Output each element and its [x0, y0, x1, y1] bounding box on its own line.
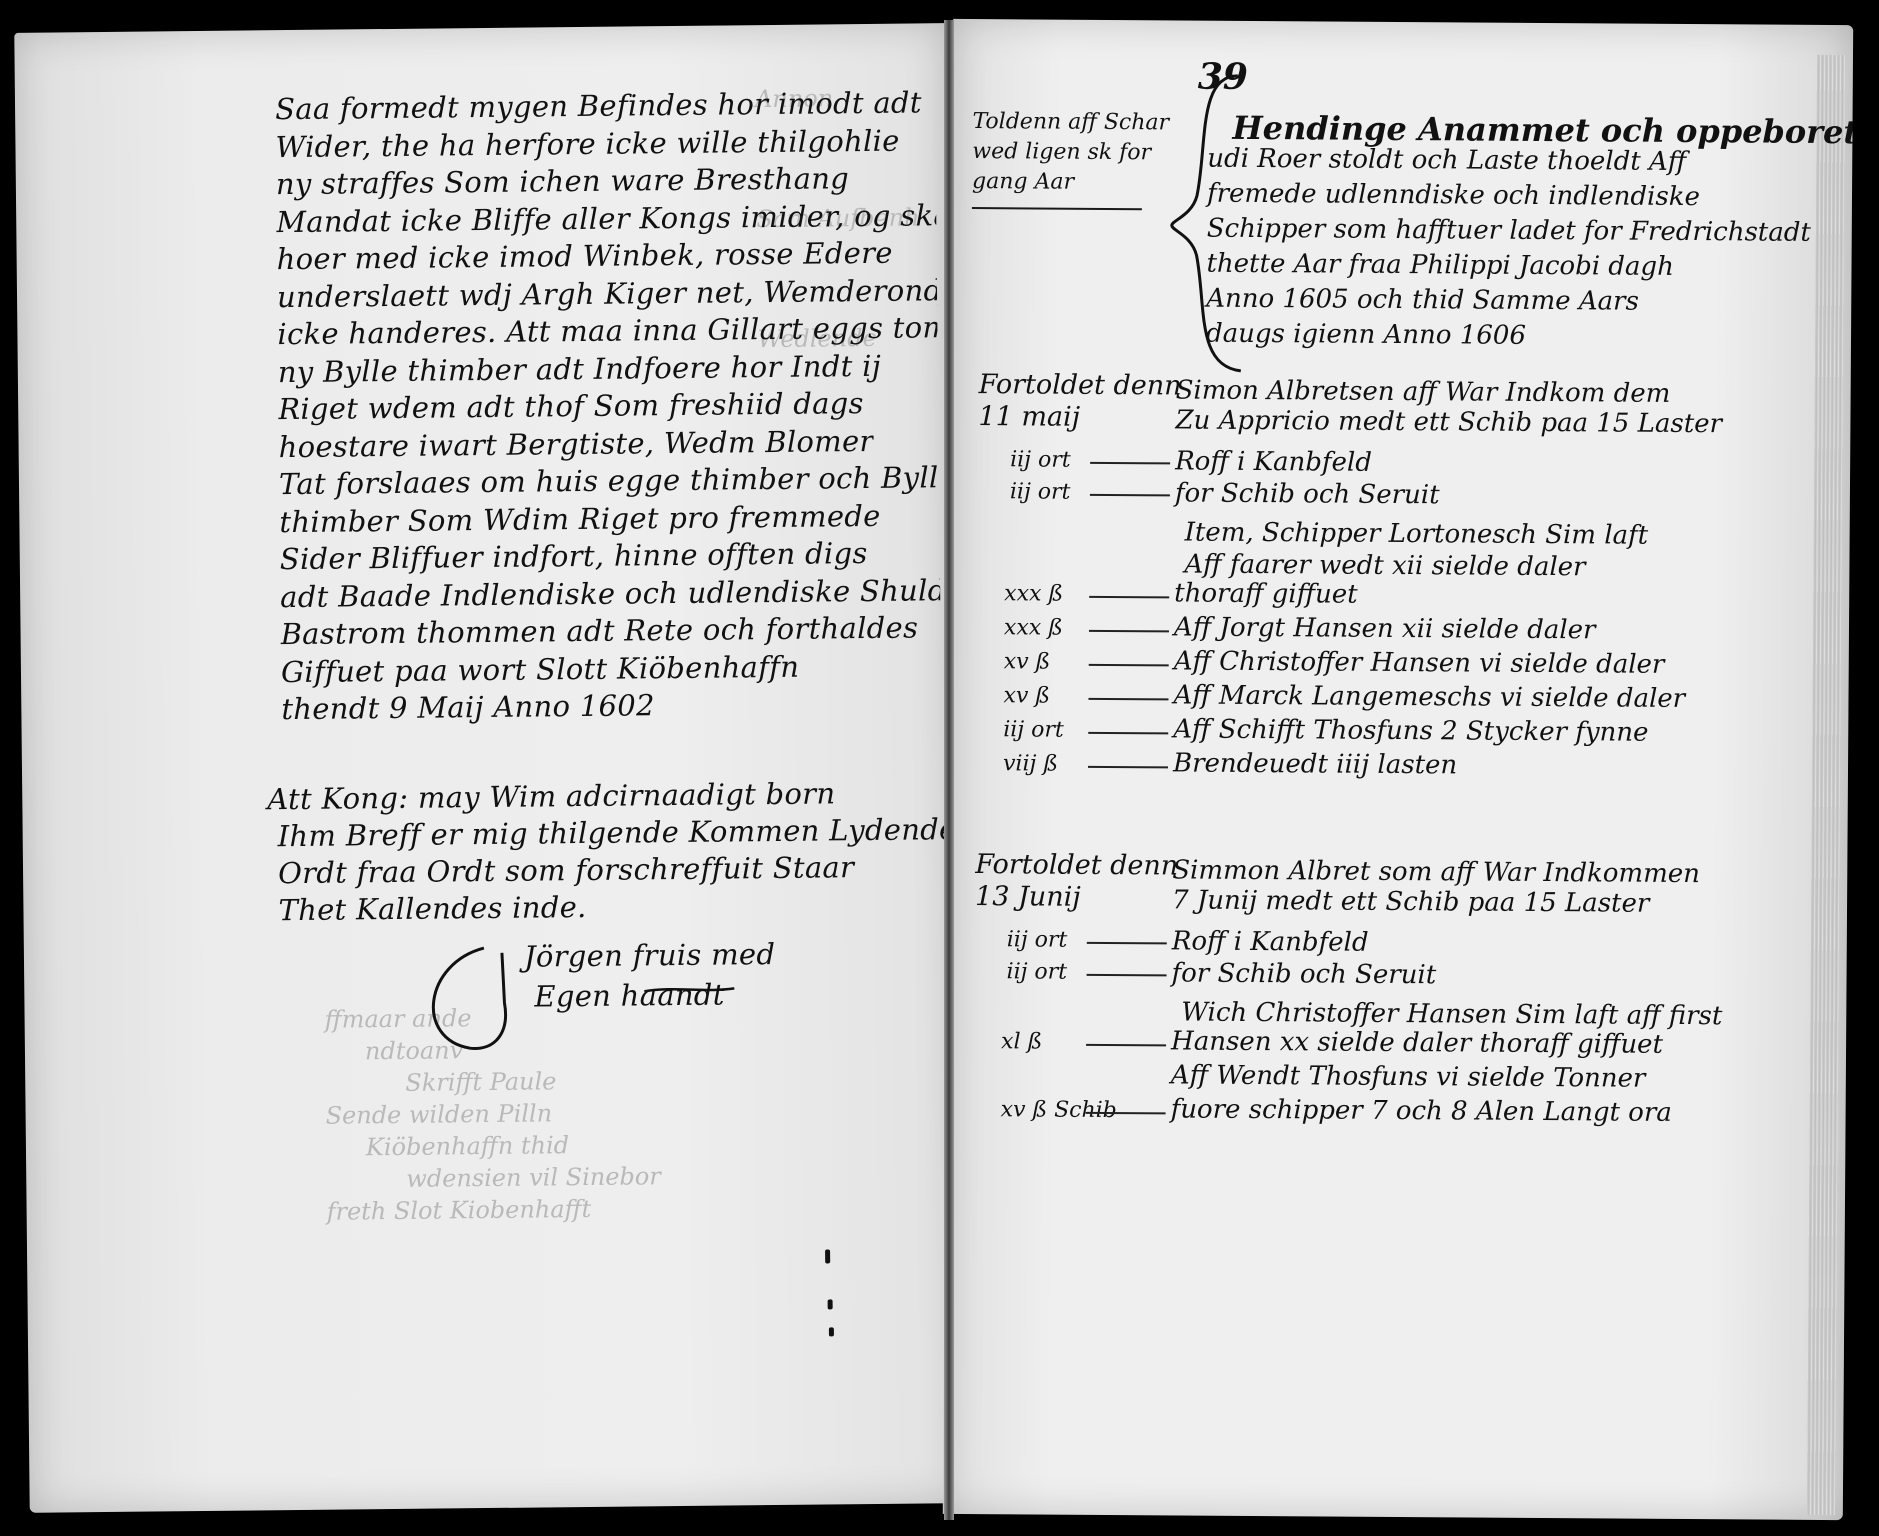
- heading-line: daugs igienn Anno 1606: [1205, 318, 1527, 351]
- item-text: Aff Schifft Thosfuns 2 Stycker fynne: [1173, 714, 1649, 748]
- margin-note: Toldenn aff Schar wed ligen sk for gang Aa…: [953, 19, 1853, 195]
- item-amount: xv ß: [1003, 649, 1051, 675]
- attestation-line: Ordt fraa Ordt som forschreffuit Staar: [277, 850, 855, 891]
- letter-line: Saa formedt mygen Befindes hor imodt adt: [274, 85, 922, 127]
- item-text: Brendeuedt iiij lasten: [1172, 748, 1458, 781]
- item-text: fuore schipper 7 och 8 Alen Langt ora: [1170, 1094, 1672, 1128]
- item-amount: viij ß: [1002, 751, 1059, 777]
- heading-line: Schipper som hafftuer ladet for Fredrich…: [1206, 213, 1811, 248]
- letter-body: Saa formedt mygen Befindes hor imodt adt…: [14, 23, 944, 726]
- letter-line: Wider, the ha herfore icke wille thilgoh…: [275, 123, 900, 164]
- entry-date-line: 11 maij: [978, 401, 1081, 433]
- leader-line: [1086, 941, 1167, 945]
- item-text: Aff Jorgt Hansen xii sielde daler: [1173, 612, 1596, 646]
- heading-line: udi Roer stoldt och Laste thoeldt Aff: [1207, 143, 1687, 177]
- item-amount: xv ß Schib: [1000, 1097, 1117, 1124]
- item-amount: iij ort: [1010, 447, 1071, 473]
- attestation-line: Att Kong: may Wim adcirnaadigt born: [267, 776, 836, 817]
- ink-mark: [828, 1327, 834, 1337]
- item-text: Aff Wendt Thosfuns vi sielde Tonner: [1170, 1060, 1646, 1094]
- book-gutter: [944, 20, 954, 1520]
- attestation-line: Ihm Breff er mig thilgende Kommen Lydend…: [277, 812, 957, 854]
- bleed-through-line: freth Slot Kiobenhafft: [326, 1194, 592, 1226]
- item-text: Roff i Kanbfeld: [1171, 926, 1369, 958]
- item-text: Aff Christoffer Hansen vi sielde daler: [1173, 646, 1665, 680]
- margin-note-line: gang Aar: [972, 169, 1075, 195]
- attestation-line: Thet Kallendes inde.: [278, 889, 587, 928]
- ink-mark: [827, 1299, 833, 1310]
- item-amount: iij ort: [1006, 959, 1068, 985]
- letter-line: underslaett wdj Argh Kiger net, Wemderon…: [276, 272, 938, 314]
- ink-mark: [825, 1249, 831, 1264]
- letter-line: Tat forslaaes om huis egge thimber och B…: [278, 460, 940, 502]
- item-amount: xxx ß: [1003, 615, 1063, 641]
- letter-line: ny Bylle thimber adt Indfoere hor Indt i…: [277, 348, 882, 389]
- heading-line: Anno 1605 och thid Samme Aars: [1206, 283, 1639, 317]
- sub-header-line: Item, Schipper Lortonesch Sim laft: [1184, 517, 1649, 551]
- leader-line: [1088, 731, 1169, 735]
- skipper-line: Simmon Albret som aff War Indkommen: [1172, 855, 1701, 890]
- letter-line: hoestare iwart Bergtiste, Wedm Blomer: [278, 423, 874, 464]
- letter-line: Riget wdem adt thof Som freshiid dags: [278, 386, 864, 427]
- item-amount: xxx ß: [1004, 581, 1064, 607]
- bleed-through-line: Sende wilden Pilln: [325, 1099, 553, 1130]
- leader-line: [1088, 765, 1169, 769]
- bleed-through-line: wdensien vil Sinebor: [406, 1162, 661, 1193]
- heading-line: fremede udlenndiske och indlendiske: [1206, 178, 1700, 213]
- letter-line: Bastrom thommen adt Rete och forthaldes: [280, 610, 919, 652]
- letter-line: icke handeres. Att maa inna Gillart eggs…: [277, 310, 938, 352]
- item-amount: iij ort: [1006, 927, 1068, 953]
- leader-line: [1089, 595, 1170, 599]
- leader-line: [1088, 663, 1169, 667]
- sub-header-line: Aff faarer wedt xii sielde daler: [1184, 549, 1586, 583]
- signature-flourish: [431, 946, 735, 1050]
- leader-line: [1086, 1043, 1167, 1047]
- margin-note-line: wed ligen sk for: [972, 139, 1152, 166]
- bleed-through-line: Kiöbenhaffn thid: [365, 1131, 570, 1162]
- item-text: for Schib och Seruit: [1174, 478, 1440, 511]
- letter-line: hoer med icke imod Winbek, rosse Edere: [276, 235, 893, 277]
- leader-line: [1086, 973, 1167, 977]
- leader-line: [1088, 697, 1169, 701]
- item-text: Roff i Kanbfeld: [1175, 446, 1373, 478]
- letter-line: adt Baade Indlendiske och udlendiske Shu…: [280, 572, 941, 614]
- bleed-through-line: Skrifft Paule: [405, 1067, 557, 1097]
- item-text: for Schib och Seruit: [1171, 958, 1437, 991]
- item-amount: iij ort: [1009, 479, 1071, 505]
- letter-line: thimber Som Wdim Riget pro fremmede: [279, 498, 881, 539]
- page-edges: [1806, 54, 1845, 1516]
- item-text: Aff Marck Langemeschs vi sielde daler: [1173, 680, 1686, 715]
- skipper-line: 7 Junij medt ett Schib paa 15 Laster: [1171, 885, 1650, 919]
- item-amount: iij ort: [1003, 717, 1064, 743]
- margin-note-line: Toldenn aff Schar: [972, 109, 1170, 136]
- letter-line: Sider Bliffuer indfort, hinne offten dig…: [279, 536, 868, 577]
- heading-brace: [1170, 74, 1241, 373]
- skipper-line: Zu Appricio medt ett Schib paa 15 Laster: [1175, 405, 1723, 440]
- leader-line: [1088, 629, 1169, 633]
- entry-date-line: Fortoldet denn: [975, 849, 1179, 882]
- leader-line: [1090, 461, 1171, 465]
- leader-line: [1089, 493, 1170, 497]
- entry-date-line: 13 Junij: [974, 881, 1081, 913]
- letter-line: ny straffes Som ichen ware Bresthang: [275, 161, 850, 202]
- item-text: Hansen xx sielde daler thoraff giffuet: [1170, 1026, 1664, 1060]
- heading-line: thette Aar fraa Philippi Jacobi dagh: [1206, 248, 1674, 282]
- underline: [971, 207, 1142, 211]
- letter-line: thendt 9 Maij Anno 1602: [281, 688, 655, 727]
- letter-line: Giffuet paa wort Slott Kiöbenhaffn: [280, 649, 800, 689]
- skipper-line: Simon Albretsen aff War Indkom dem: [1175, 375, 1671, 409]
- item-text: thoraff giffuet: [1174, 578, 1358, 610]
- letter-line: Mandat icke Bliffe aller Kongs imider, o…: [276, 197, 937, 239]
- item-amount: xl ß: [1001, 1029, 1043, 1055]
- entry-date-line: Fortoldet denn: [978, 369, 1182, 402]
- item-amount: xv ß: [1003, 683, 1051, 709]
